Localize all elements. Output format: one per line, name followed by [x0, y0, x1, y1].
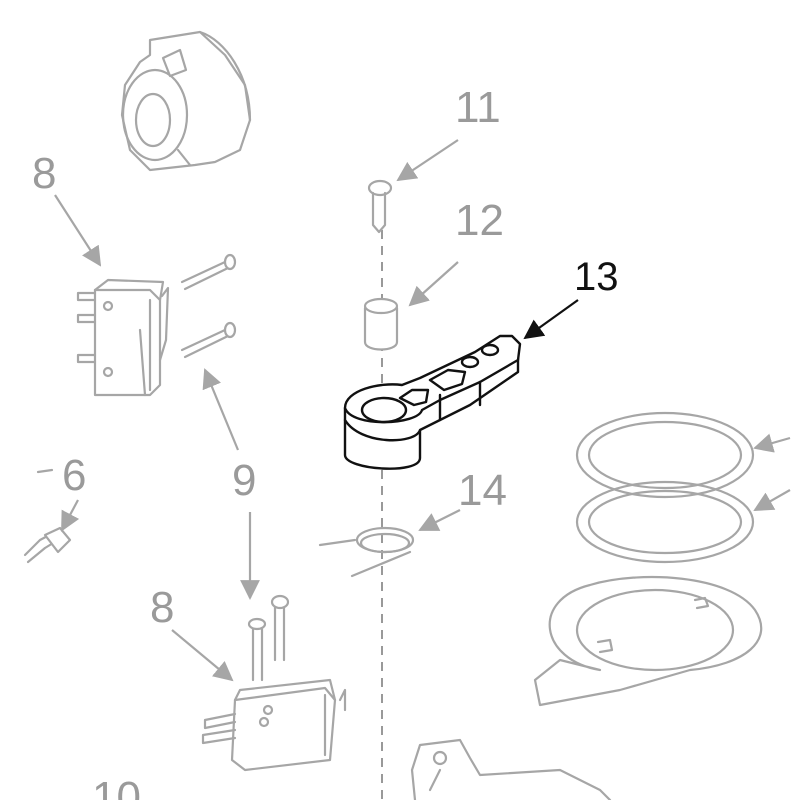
- callout-8-top: 8: [32, 149, 56, 198]
- callout-14: 14: [458, 466, 507, 515]
- callout-11: 11: [455, 83, 501, 132]
- leader-arrow-8-bottom: [171, 629, 234, 682]
- washer-part: [318, 526, 415, 578]
- bushing-part: [363, 297, 399, 351]
- callout-9: 9: [232, 456, 256, 505]
- seal-rings: [575, 411, 755, 564]
- leader-arrow-right-ring-2: [753, 489, 791, 511]
- leader-arrow-right-ring-1: [753, 433, 791, 453]
- leader-arrow-11: [396, 139, 459, 182]
- callout-8-bottom: 8: [150, 583, 174, 632]
- pins-top: [180, 253, 237, 359]
- flange-plate: [533, 575, 763, 707]
- leader-arrow-13: [523, 299, 579, 340]
- leader-arrow-9-top: [202, 368, 240, 451]
- lever-arm-part: [343, 334, 522, 470]
- callout-12: 12: [455, 196, 504, 245]
- leader-arrow-14: [418, 509, 461, 531]
- coupling-part: [120, 30, 252, 172]
- microswitch-bottom: [201, 678, 347, 772]
- callout-6: 6: [62, 451, 86, 500]
- leader-arrow-12: [408, 261, 459, 307]
- callout-partial-bottom: 10: [92, 773, 141, 800]
- connector-part: [23, 468, 72, 564]
- microswitch-top: [76, 278, 170, 397]
- screw-part: [367, 179, 393, 234]
- callout-13: 13: [574, 255, 619, 299]
- pins-bottom: [247, 594, 290, 682]
- bottom-bracket: [410, 738, 612, 800]
- leader-arrow-6: [61, 499, 80, 532]
- leader-arrow-8-top: [54, 194, 102, 267]
